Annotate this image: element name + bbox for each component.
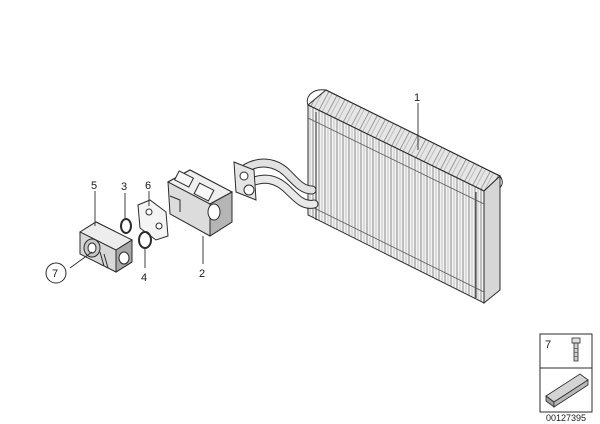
circled-ref: 7	[45, 262, 67, 284]
bolt-icon	[571, 337, 581, 362]
doc-number: 00127395	[546, 413, 586, 423]
expansion-valve	[78, 221, 134, 273]
o-ring-small	[120, 218, 132, 234]
circled-ref-label: 7	[52, 268, 58, 280]
gasket-plate	[137, 199, 169, 241]
callout-3: 3	[121, 181, 127, 193]
expansion-valve-housing	[166, 169, 234, 237]
evaporator	[306, 89, 503, 305]
evaporator-side	[483, 174, 501, 305]
refrigerant-pipes	[233, 158, 319, 209]
callout-2: 2	[199, 268, 205, 280]
shim-icon	[545, 373, 589, 408]
callout-1: 1	[414, 92, 420, 104]
leader-lines	[69, 103, 419, 269]
legend-ref: 7	[545, 339, 551, 351]
legend-box: 7	[539, 333, 593, 413]
callout-4: 4	[141, 272, 147, 284]
callout-5: 5	[91, 180, 97, 192]
callout-6: 6	[145, 180, 151, 192]
o-ring-large	[138, 231, 152, 249]
